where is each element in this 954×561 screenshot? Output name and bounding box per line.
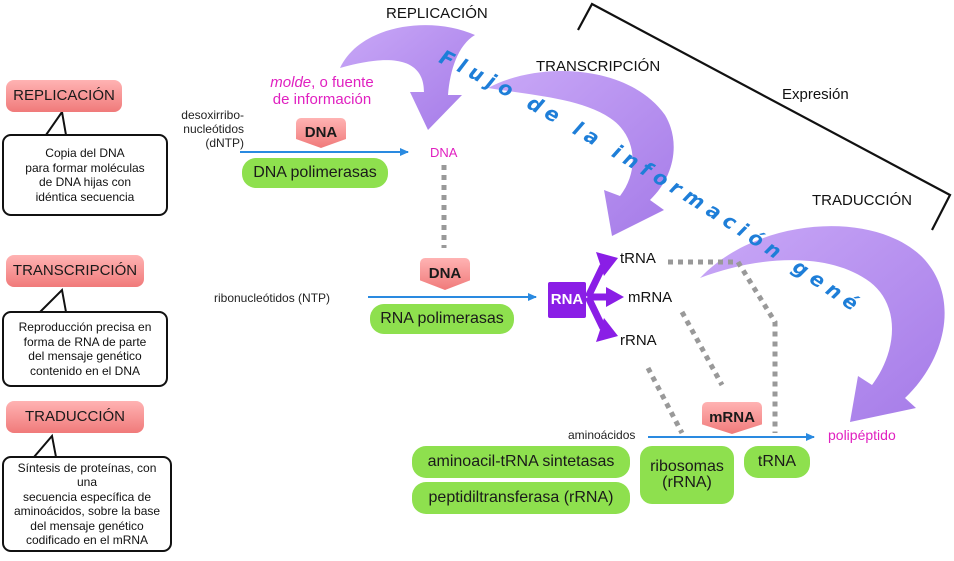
aminoacil-trna-sintetasas-pill: aminoacil-tRNA sintetasas — [412, 446, 630, 478]
expresion-bracket — [577, 2, 952, 231]
dna-polimerasas-pill: DNA polimerasas — [242, 158, 388, 188]
left-title-replicacion: REPLICACIÓN — [6, 80, 122, 112]
rna-fork-arrows — [584, 252, 624, 342]
dntp-label: desoxirribo- nucleótidos (dNTP) — [181, 108, 244, 150]
left-desc-transcripcion: Reproducción precisa en forma de RNA de … — [2, 311, 168, 387]
top-label-expresion: Expresión — [782, 86, 849, 103]
left-title-transcripcion: TRANSCRIPCIÓN — [6, 255, 144, 287]
left-title-traduccion: TRADUCCIÓN — [6, 401, 144, 433]
rna-polimerasas-pill: RNA polimerasas — [370, 304, 514, 334]
ntp-label: ribonucleótidos (NTP) — [214, 291, 331, 305]
callout-tail-3 — [33, 433, 57, 458]
dna-product: DNA — [430, 145, 458, 160]
trna-label: tRNA — [620, 250, 656, 267]
top-label-replicacion: REPLICACIÓN — [386, 5, 488, 22]
trna-pill: tRNA — [744, 446, 810, 478]
replicacion-arrow — [340, 25, 475, 130]
rrna-label: rRNA — [620, 332, 657, 349]
callout-tail-1 — [45, 109, 67, 136]
aminoacidos-label: aminoácidos — [568, 428, 636, 442]
top-label-transcripcion: TRANSCRIPCIÓN — [536, 58, 661, 75]
left-desc-replicacion: Copia del DNA para formar moléculas de D… — [2, 134, 168, 216]
top-label-traduccion: TRADUCCIÓN — [812, 192, 912, 209]
transcripcion-arrow — [488, 71, 674, 236]
peptidiltransferasa-pill: peptidiltransferasa (rRNA) — [412, 482, 630, 514]
traduccion-arrow — [700, 226, 945, 422]
ribosomas-pill: ribosomas(rRNA) — [640, 446, 734, 504]
molde-label: molde, o fuente de información — [270, 74, 374, 108]
polipeptido-label: polipéptido — [828, 427, 896, 443]
translation-dotted-links — [645, 259, 778, 435]
rna-box: RNA — [548, 282, 586, 318]
left-desc-traduccion: Síntesis de proteínas, con una secuencia… — [2, 456, 172, 552]
mrna-label: mRNA — [628, 289, 673, 306]
callout-tail-2 — [39, 287, 67, 313]
